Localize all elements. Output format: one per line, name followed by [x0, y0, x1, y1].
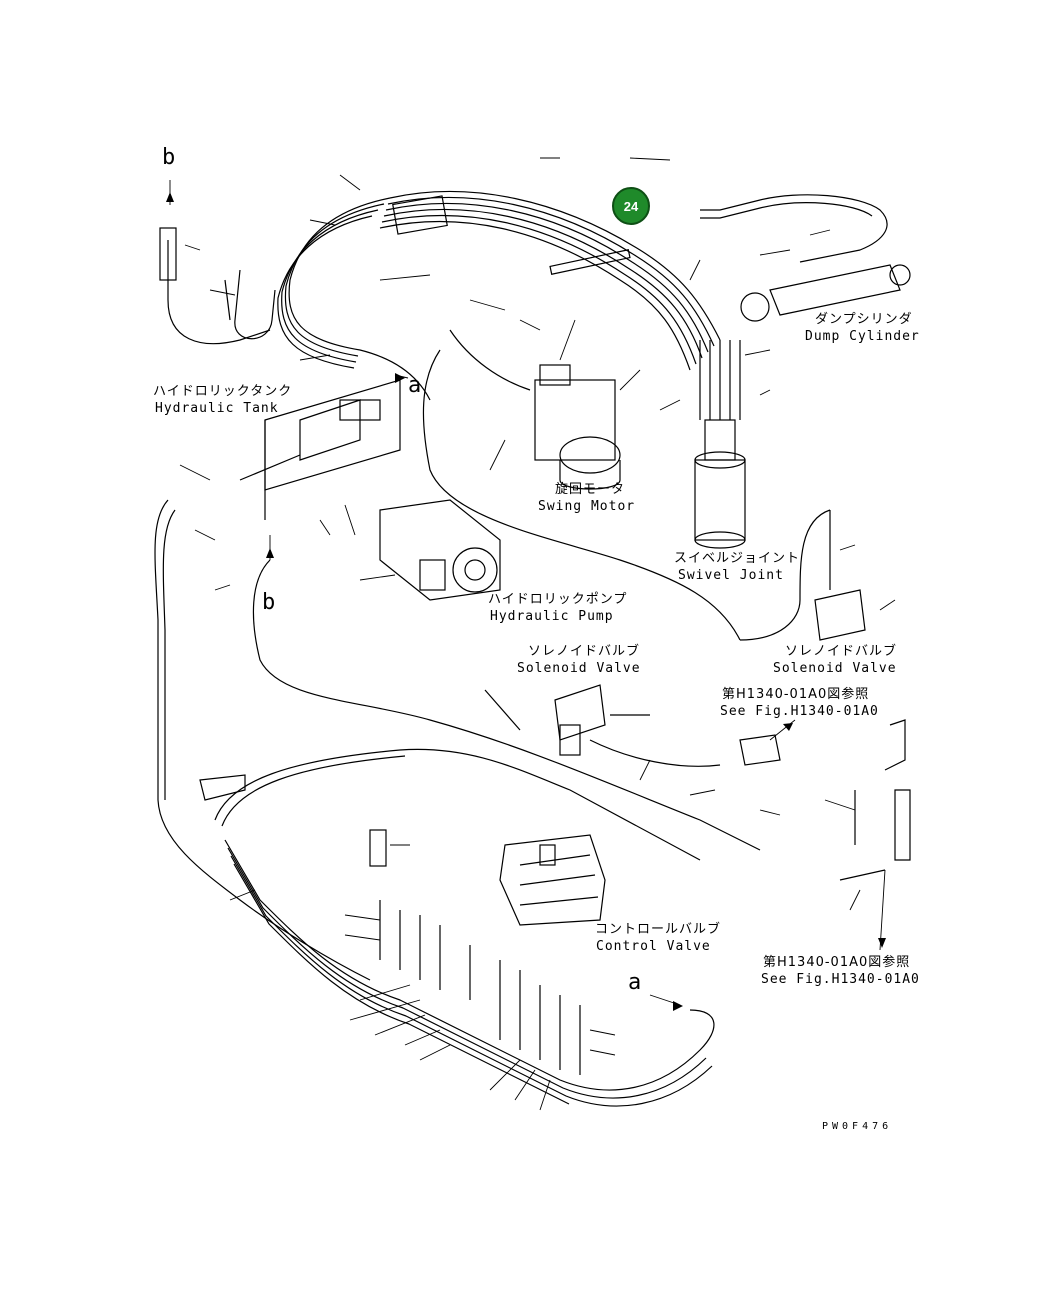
lower-hose-bundle	[199, 748, 715, 1107]
dump-cylinder-label-en: Dump Cylinder	[805, 329, 920, 344]
arrowheads	[166, 192, 886, 1011]
swing-motor-label-jp: 旋回モータ	[555, 482, 626, 497]
swivel-joint	[694, 340, 746, 549]
ref-b-mid: b	[262, 590, 277, 615]
solenoid-valve-center-label-jp: ソレノイドバルブ	[528, 644, 641, 659]
see-fig-lower-label-en: See Fig.H1340-01A0	[761, 972, 920, 987]
control-valve	[499, 834, 606, 926]
hydraulic-pump	[379, 499, 501, 601]
swivel-joint-label-jp: スイベルジョイント	[674, 551, 801, 566]
callout-marker-24[interactable]: 24	[612, 187, 650, 225]
upper-hose-bundle	[277, 190, 721, 401]
see-fig-lower-label-jp: 第H1340-01A0図参照	[763, 955, 911, 970]
dump-cylinder-label-jp: ダンプシリンダ	[815, 312, 913, 327]
solenoid-valve-right-label-en: Solenoid Valve	[773, 661, 897, 676]
solenoid-valve-right-label-jp: ソレノイドバルブ	[785, 644, 898, 659]
control-valve-label-jp: コントロールバルブ	[595, 922, 722, 937]
ref-a-right: a	[408, 373, 423, 398]
hydraulic-tank	[264, 379, 401, 520]
swing-motor-label-en: Swing Motor	[538, 499, 636, 514]
ref-b-top: b	[162, 145, 177, 170]
dump-cylinder	[700, 194, 911, 322]
ref-a-bottom: a	[628, 970, 643, 995]
hydraulic-pump-label-en: Hydraulic Pump	[490, 609, 614, 624]
solenoid-valve-center-label-en: Solenoid Valve	[517, 661, 641, 676]
hydraulic-tank-label-en: Hydraulic Tank	[155, 401, 279, 416]
see-fig-upper-label-jp: 第H1340-01A0図参照	[722, 687, 870, 702]
swing-motor	[422, 329, 741, 641]
control-valve-label-en: Control Valve	[596, 939, 711, 954]
solenoid-valve-right	[739, 509, 866, 641]
solenoid-valve-center	[484, 684, 721, 767]
swivel-joint-label-en: Swivel Joint	[678, 568, 784, 583]
see-fig-upper-label-en: See Fig.H1340-01A0	[720, 704, 879, 719]
callout-number: 24	[623, 198, 639, 214]
hydraulic-pump-label-jp: ハイドロリックポンプ	[488, 592, 628, 607]
drawing-code: PW0F476	[822, 1121, 893, 1132]
fitting-right	[739, 719, 911, 881]
hydraulic-tank-label-jp: ハイドロリックタンク	[153, 384, 293, 399]
